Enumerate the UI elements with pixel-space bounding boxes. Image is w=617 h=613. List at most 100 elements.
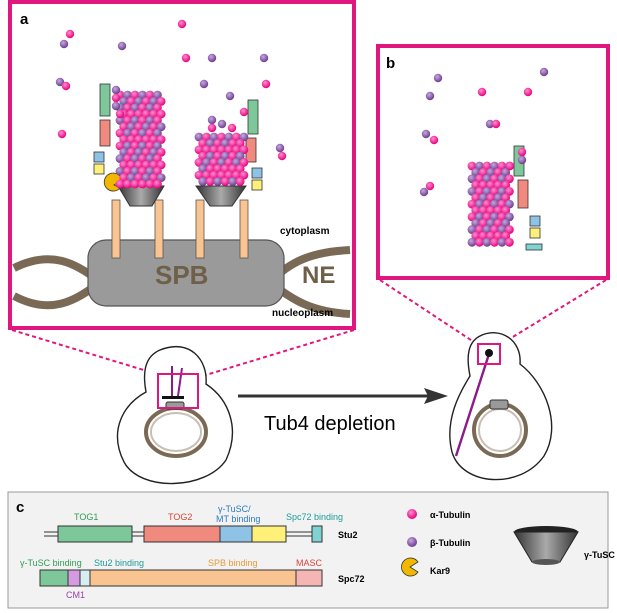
alpha-tubulin-subunit bbox=[202, 132, 211, 142]
beta-tubulin-subunit bbox=[467, 174, 477, 184]
alpha-tubulin-subunit bbox=[130, 141, 140, 151]
beta-tubulin-subunit bbox=[199, 79, 209, 89]
alpha-tubulin-subunit bbox=[153, 154, 162, 163]
beta-tubulin-subunit bbox=[115, 166, 125, 176]
stu2-name: Stu2 bbox=[338, 530, 358, 540]
spc72-stu2-binding bbox=[79, 569, 91, 587]
alpha-tubulin-subunit bbox=[134, 160, 144, 170]
alpha-tubulin-subunit bbox=[156, 147, 166, 157]
alpha-tubulin-subunit bbox=[505, 225, 514, 234]
alpha-tubulin-icon bbox=[407, 509, 417, 519]
alpha-tubulin-subunit bbox=[123, 154, 132, 163]
panel-b-letter: b bbox=[386, 55, 395, 72]
beta-tubulin-subunit bbox=[198, 177, 208, 186]
alpha-tubulin-subunit bbox=[194, 145, 204, 155]
spc72-binding-domain bbox=[525, 243, 543, 251]
alpha-tubulin-subunit bbox=[467, 161, 477, 171]
alpha-tubulin-subunit bbox=[156, 96, 166, 106]
alpha-tubulin-subunit bbox=[475, 174, 484, 184]
alpha-tubulin-subunit bbox=[224, 158, 234, 167]
spc72-spb-binding bbox=[89, 569, 297, 587]
alpha-tubulin-subunit bbox=[126, 160, 136, 170]
alpha-tubulin-subunit bbox=[475, 187, 484, 196]
alpha-tubulin-subunit bbox=[486, 206, 496, 215]
alpha-tubulin-subunit bbox=[239, 107, 249, 117]
mt-binding-label-1: γ-TuSC/ bbox=[218, 504, 251, 514]
alpha-tubulin-subunit bbox=[149, 160, 159, 170]
alpha-tubulin-subunit bbox=[145, 141, 155, 151]
stu2-yellow bbox=[251, 525, 287, 543]
alpha-tubulin-subunit bbox=[149, 173, 159, 183]
alpha-tubulin-subunit bbox=[149, 135, 159, 144]
depletion-arrow-head bbox=[424, 388, 448, 404]
tog2-label: TOG2 bbox=[168, 512, 192, 522]
beta-tubulin-subunit bbox=[486, 167, 496, 177]
cell-depleted bbox=[449, 332, 553, 481]
alpha-tubulin-subunit bbox=[145, 128, 155, 138]
alpha-tubulin-subunit bbox=[123, 179, 132, 189]
spb-mini bbox=[489, 399, 509, 410]
spb-body bbox=[87, 239, 285, 307]
panel-a: a SPB NE cytoplasm nucleoplasm bbox=[8, 0, 356, 330]
spc72-binding-label: Spc72 binding bbox=[286, 512, 343, 522]
alpha-tubulin-subunit bbox=[482, 212, 492, 222]
alpha-tubulin-subunit bbox=[478, 231, 488, 241]
beta-tubulin-subunit bbox=[153, 128, 162, 138]
spc72-stalk bbox=[111, 199, 121, 259]
ne-label: NE bbox=[302, 262, 335, 289]
zoom-line bbox=[379, 279, 481, 347]
alpha-tubulin-subunit bbox=[115, 128, 125, 138]
beta-tubulin-subunit bbox=[207, 115, 217, 125]
spc72-name: Spc72 bbox=[338, 574, 365, 584]
nucleus bbox=[472, 402, 528, 458]
alpha-tubulin-subunit bbox=[153, 166, 162, 176]
alpha-tubulin-label: α-Tubulin bbox=[430, 510, 470, 520]
alpha-tubulin-subunit bbox=[505, 237, 514, 247]
alpha-tubulin-subunit bbox=[126, 109, 136, 119]
beta-tubulin-subunit bbox=[130, 166, 140, 176]
alpha-tubulin-subunit bbox=[194, 158, 204, 167]
beta-tubulin-label: β-Tubulin bbox=[430, 538, 470, 548]
beta-tubulin-subunit bbox=[145, 166, 155, 176]
beta-tubulin-subunit bbox=[138, 141, 147, 151]
alpha-tubulin-subunit bbox=[134, 122, 144, 132]
alpha-tubulin-subunit bbox=[205, 164, 215, 174]
beta-tubulin-subunit bbox=[149, 96, 159, 106]
microtubule-cluster-b bbox=[467, 147, 527, 247]
alpha-tubulin-subunit bbox=[156, 135, 166, 144]
beta-tubulin-icon bbox=[407, 537, 417, 547]
beta-tubulin-subunit bbox=[425, 91, 435, 101]
alpha-tubulin-subunit bbox=[205, 177, 215, 186]
beta-tubulin-subunit bbox=[433, 73, 443, 83]
alpha-tubulin-subunit bbox=[228, 138, 238, 148]
alpha-tubulin-subunit bbox=[235, 177, 245, 186]
alpha-tubulin-subunit bbox=[471, 231, 481, 241]
beta-tubulin-subunit bbox=[153, 90, 162, 100]
alpha-tubulin-subunit bbox=[141, 135, 151, 144]
beta-tubulin-subunit bbox=[205, 138, 215, 148]
mt-binding-label-2: MT binding bbox=[216, 514, 260, 524]
beta-tubulin-subunit bbox=[539, 67, 549, 77]
alpha-tubulin-subunit bbox=[486, 193, 496, 203]
alpha-tubulin-subunit bbox=[478, 218, 488, 228]
mt-binding-domain bbox=[529, 215, 541, 227]
beta-tubulin-subunit bbox=[467, 225, 477, 234]
alpha-tubulin-subunit bbox=[224, 145, 234, 155]
beta-tubulin-subunit bbox=[490, 161, 499, 171]
beta-tubulin-subunit bbox=[505, 199, 514, 209]
nucleus bbox=[144, 406, 208, 458]
beta-tubulin-subunit bbox=[130, 116, 140, 125]
microtubule-clusters-a bbox=[111, 85, 249, 189]
spb-binding-label: SPB binding bbox=[208, 558, 258, 568]
alpha-tubulin-subunit bbox=[220, 177, 230, 186]
beta-tubulin-subunit bbox=[471, 218, 481, 228]
panel-c-letter: c bbox=[16, 499, 24, 516]
alpha-tubulin-subunit bbox=[429, 135, 439, 145]
beta-tubulin-subunit bbox=[482, 225, 492, 234]
beta-tubulin-subunit bbox=[156, 122, 166, 132]
alpha-tubulin-subunit bbox=[277, 151, 287, 161]
alpha-tubulin-subunit bbox=[475, 237, 484, 247]
alpha-tubulin-subunit bbox=[138, 166, 147, 176]
beta-tubulin-subunit bbox=[475, 161, 484, 171]
beta-tubulin-subunit bbox=[493, 193, 503, 203]
